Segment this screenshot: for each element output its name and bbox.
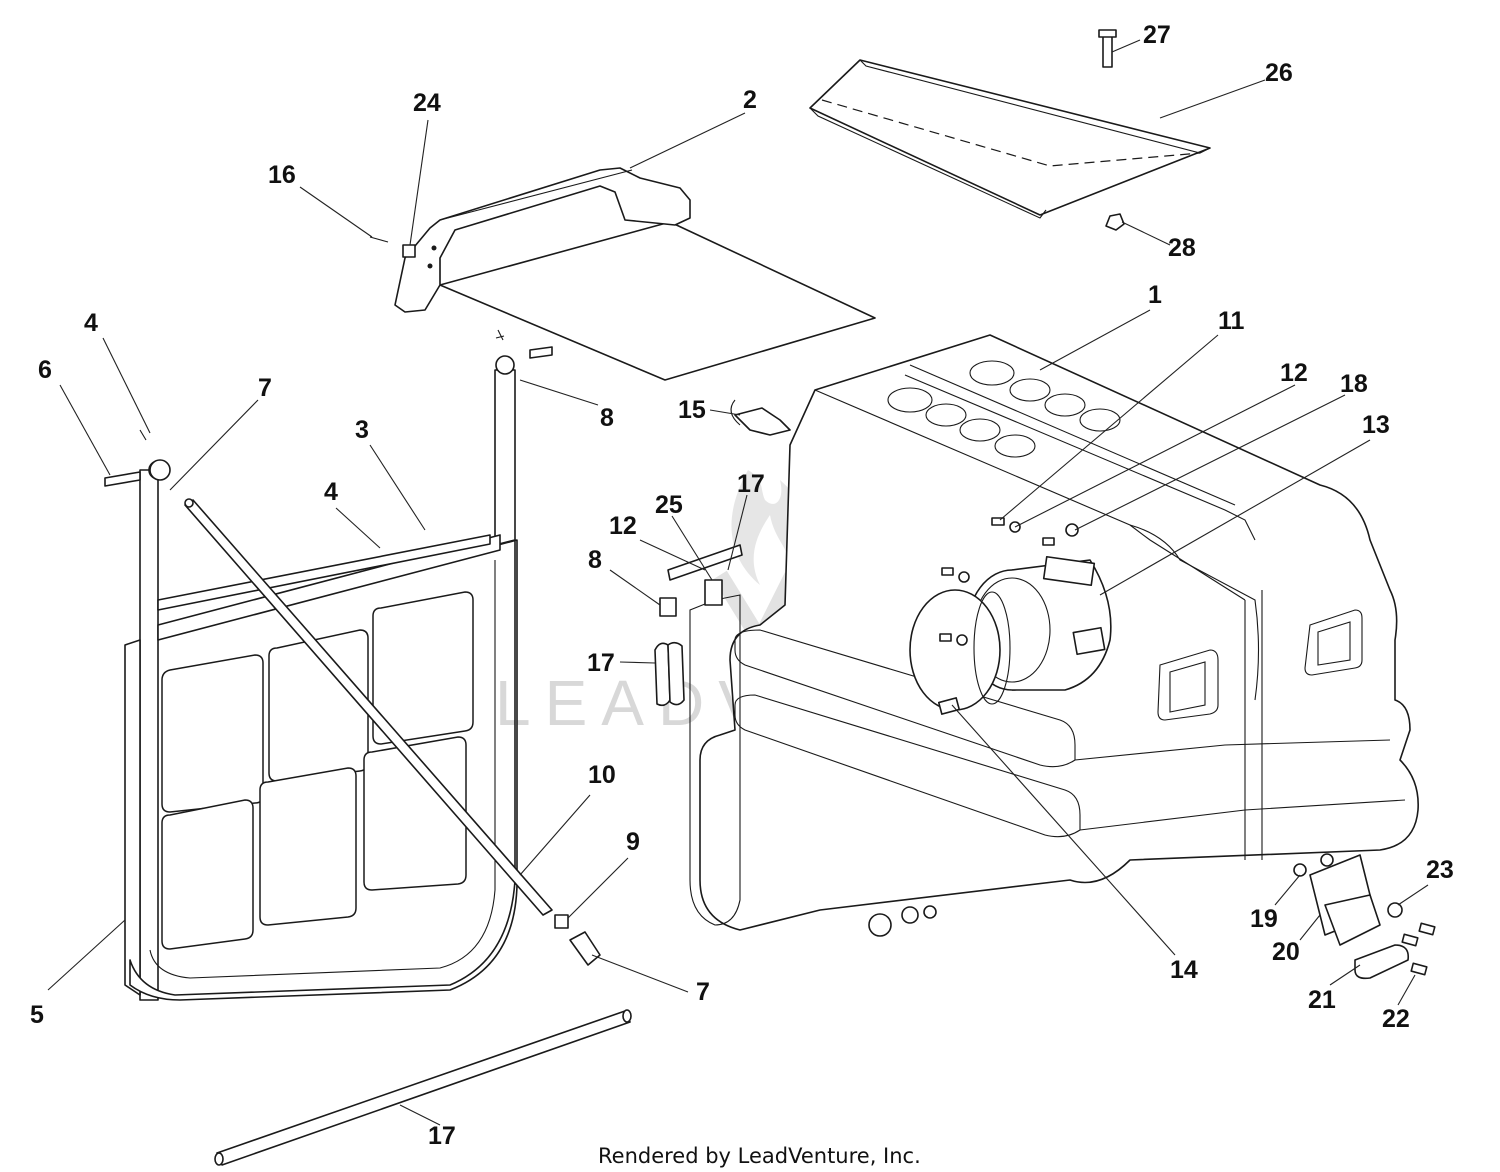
callout-28: 28 [1168,234,1196,262]
bolt-22 [1410,962,1428,976]
callout-21: 21 [1308,986,1336,1014]
callout-6: 6 [38,356,52,384]
callout-16: 16 [268,161,296,189]
callout-10: 10 [588,761,616,789]
bumper-8 [659,597,677,617]
callout-2: 2 [743,86,757,114]
nut-18 [1065,523,1079,537]
footer-credit: Rendered by LeadVenture, Inc. [598,1144,921,1168]
handle-21 [1354,944,1410,980]
door-pads [161,591,474,950]
callout-9: 9 [626,828,640,856]
callout-8b: 8 [588,546,602,574]
support-rod [149,459,601,966]
pin-6 [104,471,141,487]
callout-8a: 8 [600,404,614,432]
latch-15 [734,407,791,436]
nut-19 [1293,863,1307,877]
callout-14: 14 [1170,956,1198,984]
rod-12 [667,544,743,581]
callout-3: 3 [355,416,369,444]
clamp-14 [909,589,1001,711]
callout-17a: 17 [587,649,615,677]
callout-18: 18 [1340,370,1368,398]
screw-16 [369,236,389,243]
callout-20: 20 [1272,938,1300,966]
callout-12b: 12 [609,512,637,540]
leader-lines [47,39,1429,1126]
callout-labels: 1 2 3 4 4 5 6 7 7 8 8 9 10 11 12 12 13 1… [30,21,1454,1150]
bolt-27 [1102,34,1113,68]
callout-11: 11 [1218,307,1245,335]
callout-23: 23 [1426,856,1454,884]
clip-25 [704,579,723,606]
top-tray [369,167,876,381]
callout-25: 25 [655,491,683,519]
callout-17b: 17 [428,1122,456,1150]
callout-27: 27 [1143,21,1171,49]
loose-parts [654,544,743,707]
housing-hardware [730,399,1079,646]
callout-17c: 17 [737,470,765,498]
washer-23 [1387,902,1403,918]
callout-13: 13 [1362,411,1390,439]
nut-9 [554,914,569,929]
callout-15: 15 [678,396,706,424]
bolt-11 [991,517,1005,526]
tube-17 [214,1009,632,1166]
callout-4a: 4 [84,309,98,337]
callout-7a: 7 [258,374,272,402]
callout-19: 19 [1250,905,1278,933]
callout-1: 1 [1148,281,1162,309]
callout-4b: 4 [324,478,338,506]
rod-end-7 [569,931,601,966]
callout-22: 22 [1382,1005,1410,1033]
callout-5: 5 [30,1001,44,1029]
callout-26: 26 [1265,59,1293,87]
nut-24 [402,244,416,258]
door-frame [104,329,553,1001]
chute-adapter [909,555,1112,715]
hitch-bracket [1293,853,1436,980]
pin-8 [529,346,553,359]
callout-7b: 7 [696,978,710,1006]
callout-12a: 12 [1280,359,1308,387]
top-cover-plate [809,29,1211,231]
callout-24: 24 [413,89,441,117]
